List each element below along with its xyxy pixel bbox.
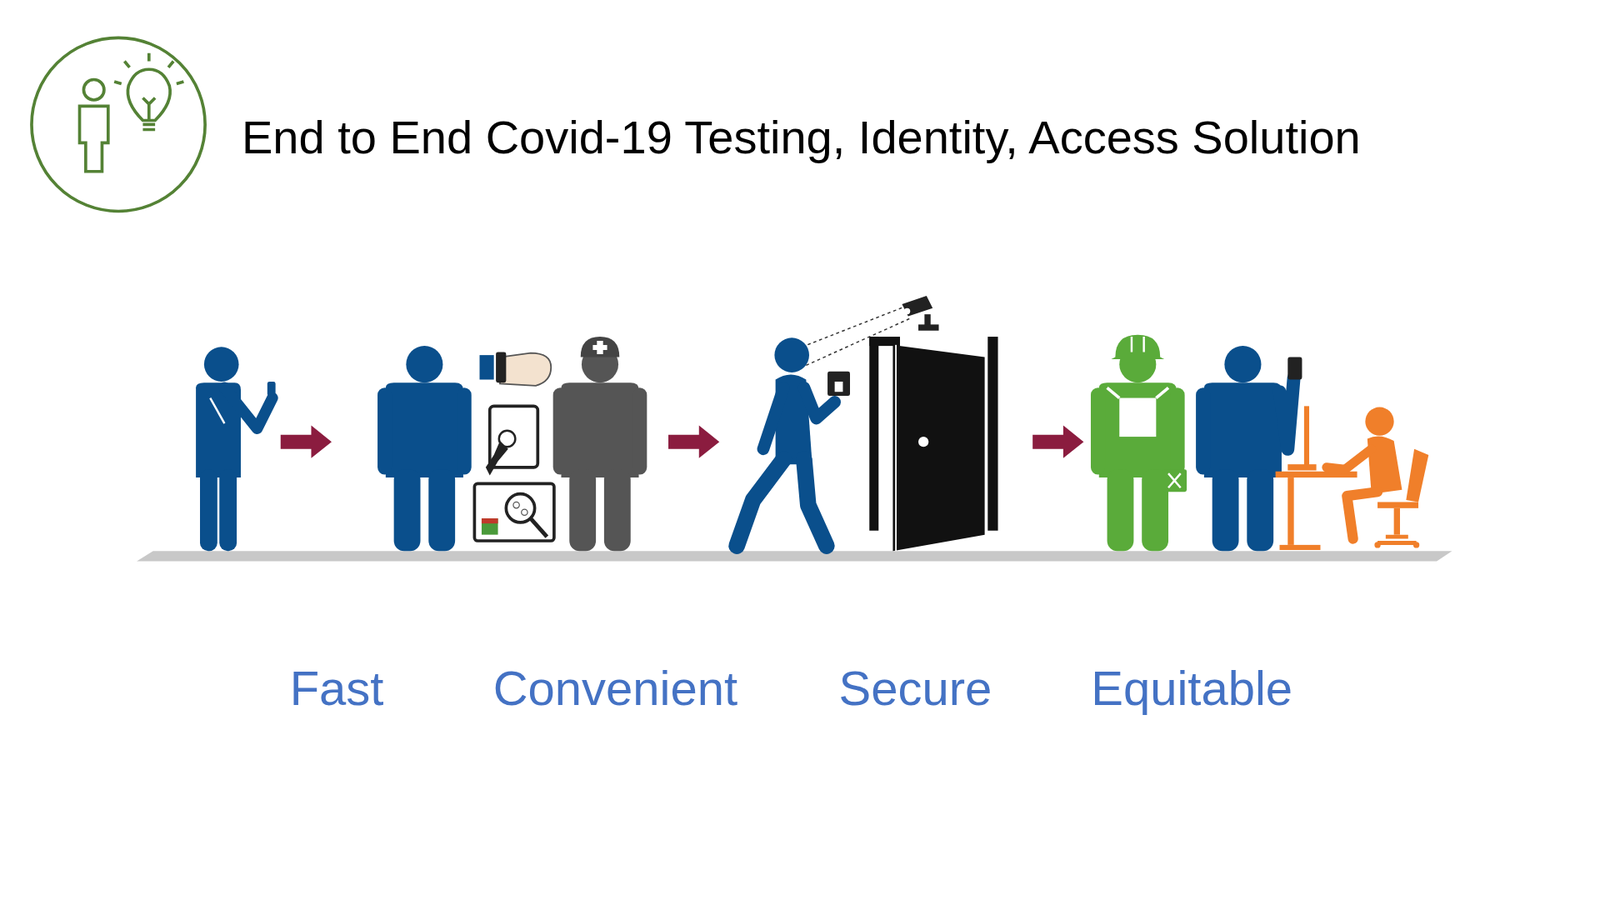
nurse-figure [553,336,648,551]
person-tested [377,345,472,551]
quality-label: Convenient [493,660,738,716]
walking-person [736,337,850,546]
construction-worker [1090,335,1187,552]
wristband-icon [480,351,552,385]
person-with-card [1195,345,1302,551]
quality-label: Fast [290,660,385,716]
quality-label: Secure [838,660,992,716]
logo-icon [31,37,205,211]
quality-label: Equitable [1090,660,1293,716]
diagram-title: End to End Covid-19 Testing, Identity, A… [241,110,1361,165]
ground-line [136,550,1452,561]
lab-screen-icon [474,483,555,541]
camera-icon [901,295,939,331]
office-worker [1275,405,1430,550]
door-icon [869,336,998,551]
tablet-icon [485,405,538,475]
person-phone [195,346,276,551]
